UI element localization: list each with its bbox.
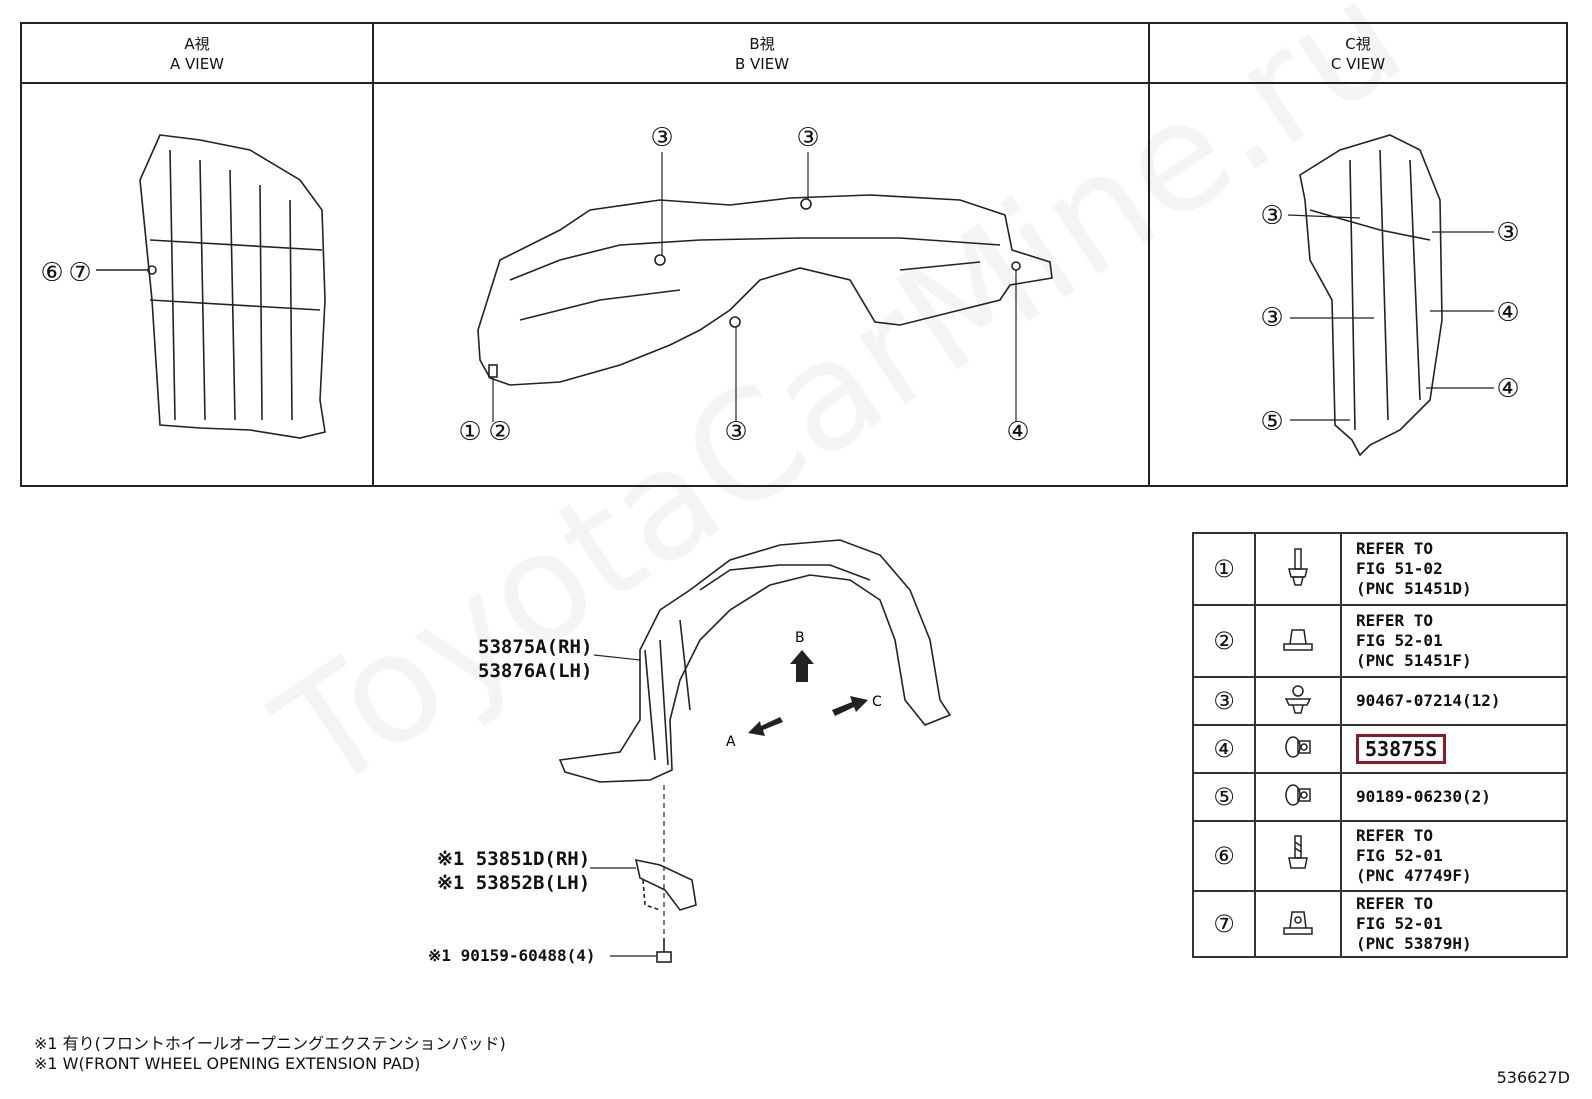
callout-3-c1: ③ [1260, 201, 1283, 231]
table-row: ⑦ REFER TO FIG 52-01 (PNC 53879H) [1192, 890, 1568, 958]
part-ref-line: (PNC 53879H) [1356, 934, 1472, 953]
view-a-drawing [96, 134, 326, 439]
part-ref-line: REFER TO [1356, 894, 1434, 913]
clip-nut-icon [1283, 629, 1313, 651]
callout-4-c2: ④ [1496, 374, 1519, 404]
views-panel: A視 A VIEW B視 B VIEW C視 C VIEW [20, 22, 1568, 487]
table-row: ① REFER TO FIG 51-02 (PNC 51451D) [1192, 532, 1568, 606]
grommet-icon [1285, 784, 1311, 806]
part-ref-line: FIG 52-01 [1356, 631, 1443, 650]
table-row: ⑥ REFER TO FIG 52-01 (PNC 47749F) [1192, 820, 1568, 892]
arrow-a-label: A [726, 734, 736, 750]
arrow-b-label: B [795, 630, 805, 646]
arrow-c-label: C [872, 694, 882, 710]
grommet-icon [1285, 736, 1311, 758]
part-ref-line: FIG 52-01 [1356, 846, 1443, 865]
view-a-en: A VIEW [169, 55, 225, 73]
wheel-liner-drawing [558, 539, 952, 783]
view-b-header: B視 B VIEW [374, 24, 1150, 84]
view-a-jp: A視 [184, 35, 210, 53]
footnote-en: ※1 W(FRONT WHEEL OPENING EXTENSION PAD) [34, 1054, 421, 1073]
figure-id: 536627D [1496, 1068, 1570, 1087]
callout-2-b: ② [488, 417, 511, 447]
part-ref-line: REFER TO [1356, 826, 1434, 845]
arrow-c [832, 696, 868, 716]
part-ref-line: (PNC 51451D) [1356, 579, 1472, 598]
view-c-en: C VIEW [1330, 55, 1386, 73]
pad-lh-label: ※1 53852B(LH) [437, 872, 591, 894]
table-row: ⑤ 90189-06230(2) [1192, 772, 1568, 822]
view-b-panel: B視 B VIEW [372, 24, 1150, 485]
direction-arrows [748, 650, 868, 736]
callout-3-b3: ③ [724, 417, 747, 447]
view-b-jp: B視 [749, 35, 775, 53]
table-row: ④ 53875S [1192, 724, 1568, 774]
part-number: ② [1192, 604, 1256, 678]
screw-icon [1288, 835, 1308, 869]
part-ref-line: (PNC 51451F) [1356, 651, 1472, 670]
part-ref-line: FIG 52-01 [1356, 914, 1443, 933]
view-c-panel: C視 C VIEW [1148, 24, 1566, 485]
table-row: ③ 90467-07214(12) [1192, 676, 1568, 726]
extension-pad-drawing [634, 858, 697, 911]
part-ref-line: 90467-07214(12) [1356, 691, 1501, 710]
screw-drawing [656, 938, 672, 963]
view-b-drawing [477, 194, 1053, 386]
view-b-en: B VIEW [734, 55, 790, 73]
part-ref-line: REFER TO [1356, 611, 1434, 630]
push-clip-icon [1284, 685, 1312, 714]
part-ref-line: 90189-06230(2) [1356, 787, 1491, 806]
part-number: ⑥ [1192, 820, 1256, 892]
parts-table: ① REFER TO FIG 51-02 (PNC 51451D) ② REFE… [1192, 532, 1568, 958]
liner-lh-label: 53876A(LH) [478, 660, 593, 682]
part-number: ① [1192, 532, 1256, 606]
part-number: ④ [1192, 724, 1256, 774]
callout-7-a: ⑦ [68, 258, 91, 288]
view-c-header: C視 C VIEW [1150, 24, 1566, 84]
part-ref-line: (PNC 47749F) [1356, 866, 1472, 885]
highlighted-part-number: 53875S [1356, 734, 1447, 764]
view-c-drawing [1299, 134, 1443, 457]
view-a-panel: A視 A VIEW [22, 24, 372, 485]
clip-nut-icon [1283, 911, 1313, 935]
part-number: ⑤ [1192, 772, 1256, 822]
footnote-jp: ※1 有り(フロントホイールオープニングエクステンションパッド) [34, 1034, 506, 1053]
callout-4-c1: ④ [1496, 298, 1519, 328]
callout-3-c2: ③ [1260, 303, 1283, 333]
pad-rh-label: ※1 53851D(RH) [437, 848, 591, 870]
liner-rh-label: 53875A(RH) [478, 636, 593, 658]
part-number: ③ [1192, 676, 1256, 726]
table-row: ② REFER TO FIG 52-01 (PNC 51451F) [1192, 604, 1568, 678]
arrow-a [748, 717, 783, 736]
callout-4-b: ④ [1006, 417, 1029, 447]
screw-clip-icon [1288, 548, 1308, 586]
callout-6-a: ⑥ [40, 258, 63, 288]
callout-3-b1: ③ [650, 123, 673, 153]
part-number: ⑦ [1192, 890, 1256, 958]
arrow-b [790, 650, 814, 682]
callout-3-b2: ③ [796, 123, 819, 153]
part-ref-line: REFER TO [1356, 539, 1434, 558]
callout-3-c3: ③ [1496, 218, 1519, 248]
view-c-jp: C視 [1345, 35, 1371, 53]
callout-1-b: ① [458, 417, 481, 447]
view-a-header: A視 A VIEW [22, 24, 372, 84]
screw-label: ※1 90159-60488(4) [428, 946, 596, 965]
part-ref-line: FIG 51-02 [1356, 559, 1443, 578]
callout-5-c: ⑤ [1260, 407, 1283, 437]
